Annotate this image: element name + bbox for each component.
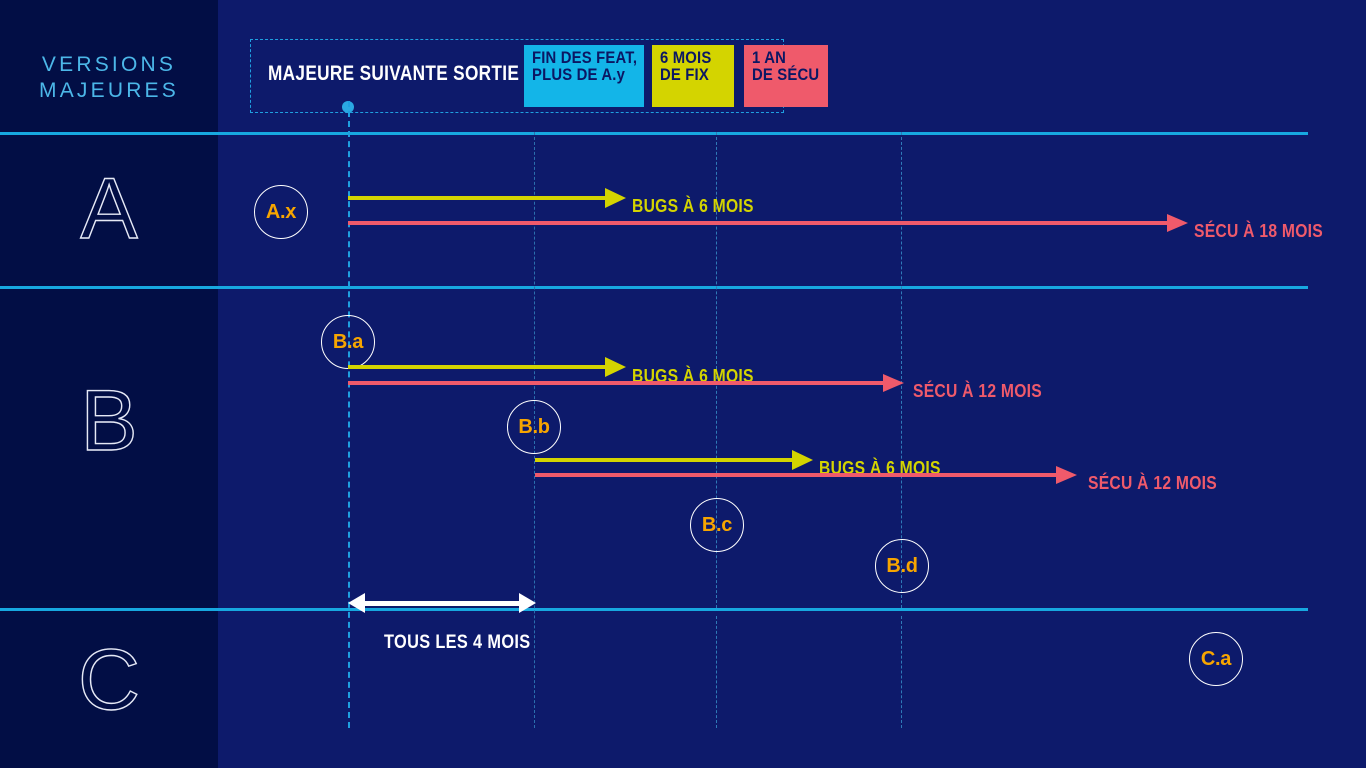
marker-ba-label: B.a — [332, 330, 364, 353]
track-a-bugs-arrowhead — [605, 188, 626, 208]
legend-badge-fix-line1: 6 MOIS — [660, 49, 712, 67]
track-a-secu-label: SÉCU À 18 MOIS — [1194, 221, 1323, 241]
legend-badge-security-line1: 1 AN — [752, 49, 787, 67]
legend-label: MAJEURE SUIVANTE SORTIE : — [268, 62, 531, 85]
track-b1-bugs-bar — [348, 365, 606, 369]
row-separator-b-c — [0, 608, 1308, 611]
version-letter-c-glyph: C — [77, 632, 141, 728]
legend-badge-fix-line2: DE FIX — [660, 66, 709, 84]
track-b2-secu-label: SÉCU À 12 MOIS — [1088, 473, 1217, 493]
marker-bb-label: B.b — [518, 415, 550, 438]
row-separator-a-b — [0, 286, 1308, 289]
cadence-measure-label: TOUS LES 4 MOIS — [384, 632, 531, 653]
track-a-bugs-bar — [348, 196, 606, 200]
track-b1-secu-arrowhead — [883, 374, 904, 392]
track-a-bugs-label: BUGS À 6 MOIS — [632, 196, 754, 216]
cadence-arrowhead-right — [519, 593, 536, 613]
sidebar-title-line1: VERSIONS — [41, 53, 177, 76]
legend-badge-security-line2: DE SÉCU — [752, 66, 820, 84]
guide-line-bd-lower — [901, 616, 902, 728]
version-letter-a: A — [0, 161, 218, 257]
legend-badge-features[interactable]: FIN DES FEAT, PLUS DE A.y — [524, 45, 644, 107]
cadence-arrowhead-left — [348, 593, 365, 613]
marker-ba[interactable]: B.a — [321, 315, 375, 369]
guide-line-bc — [716, 132, 717, 608]
version-letter-c: C — [0, 632, 218, 728]
track-b1-secu-label: SÉCU À 12 MOIS — [913, 381, 1042, 401]
row-separator-top — [0, 132, 1308, 135]
version-letter-b-glyph: B — [80, 373, 139, 469]
legend-badge-features-line1: FIN DES FEAT, — [532, 49, 638, 67]
track-a-secu-arrowhead — [1167, 214, 1188, 232]
marker-bc[interactable]: B.c — [690, 498, 744, 552]
guide-line-bc-lower — [716, 616, 717, 728]
track-b2-secu-bar — [535, 473, 1057, 477]
marker-ax-label: A.x — [265, 200, 297, 223]
track-a-secu-bar — [348, 221, 1168, 225]
track-b2-secu-arrowhead — [1056, 466, 1077, 484]
marker-ca-label: C.a — [1200, 647, 1232, 670]
track-b2-bugs-bar — [535, 458, 793, 462]
track-b1-secu-bar — [348, 381, 884, 385]
cadence-measure-bar — [362, 601, 522, 606]
guide-line-bd — [901, 132, 902, 608]
marker-ax[interactable]: A.x — [254, 185, 308, 239]
legend-badge-fix[interactable]: 6 MOIS DE FIX — [652, 45, 734, 107]
sidebar-title: VERSIONS MAJEURES — [0, 52, 218, 104]
guide-line-ax — [348, 101, 350, 728]
marker-ca[interactable]: C.a — [1189, 632, 1243, 686]
version-letter-b: B — [0, 373, 218, 469]
marker-bd-label: B.d — [886, 554, 918, 577]
version-letter-a-glyph: A — [80, 161, 139, 257]
versions-sidebar — [0, 0, 218, 768]
marker-bd[interactable]: B.d — [875, 539, 929, 593]
sidebar-title-line2: MAJEURES — [39, 79, 179, 102]
legend-badge-features-line2: PLUS DE A.y — [532, 66, 626, 84]
track-b1-bugs-arrowhead — [605, 357, 626, 377]
track-b2-bugs-arrowhead — [792, 450, 813, 470]
marker-bb[interactable]: B.b — [507, 400, 561, 454]
legend-badge-security[interactable]: 1 AN DE SÉCU — [744, 45, 828, 107]
marker-bc-label: B.c — [701, 513, 733, 536]
